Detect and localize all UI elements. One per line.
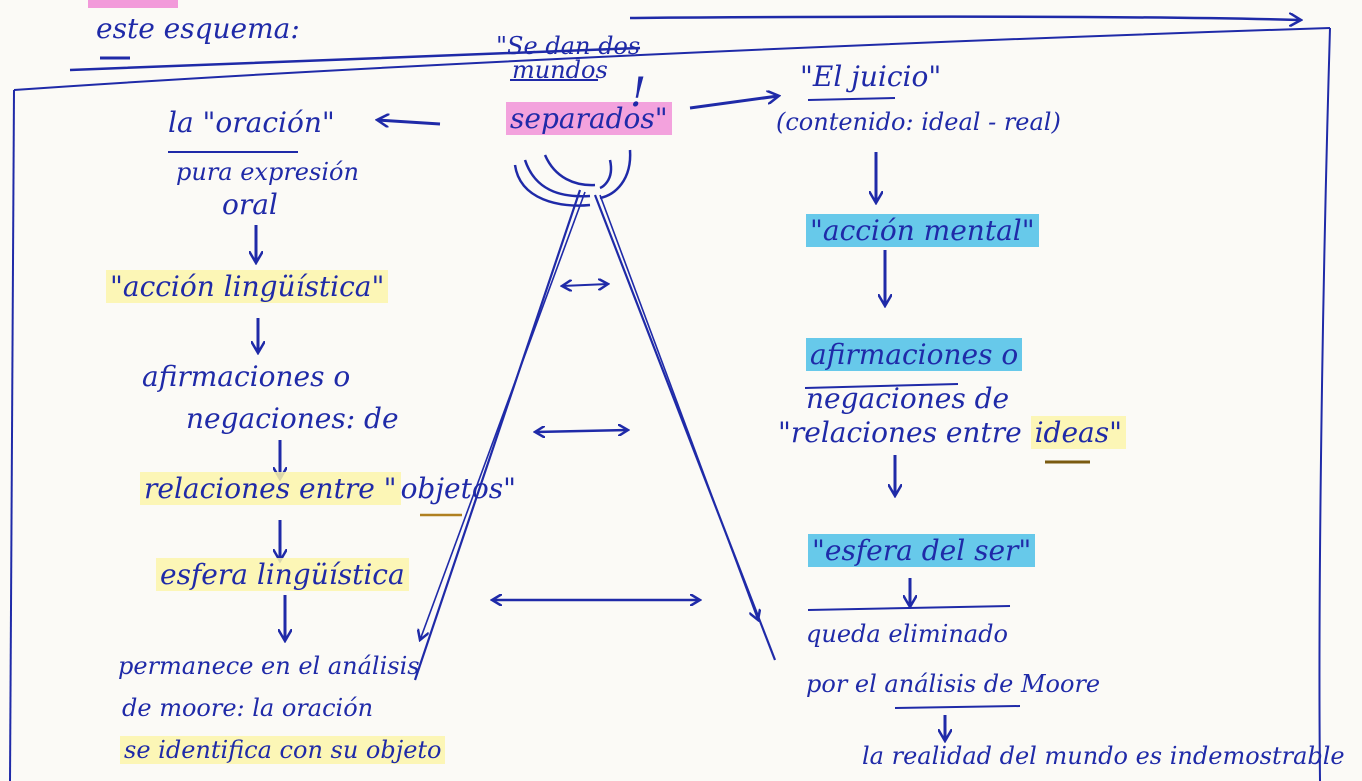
triangle-left-line <box>413 189 582 681</box>
right-negaciones: negaciones de <box>806 382 1010 415</box>
separados-highlight: separados" <box>506 102 672 135</box>
right-afirmaciones: afirmaciones o <box>806 338 1023 371</box>
left-esfera-linguistica: esfera lingüística <box>156 558 409 591</box>
right-relaciones: "relaciones entre ideas" <box>778 416 1126 449</box>
center-title-line3: separados" <box>506 102 672 135</box>
right-esfera-del-ser: "esfera del ser" <box>808 534 1036 567</box>
accion-linguistica-highlight: "acción lingüística" <box>106 270 389 303</box>
left-afirmaciones: afirmaciones o <box>142 360 351 393</box>
objetos-word: objetos" <box>400 472 516 505</box>
esfera-linguistica-highlight: esfera lingüística <box>156 558 409 591</box>
underline-esfera-ser <box>807 605 1011 611</box>
right-contenido: (contenido: ideal - real) <box>776 108 1061 136</box>
right-realidad-mundo: la realidad del mundo es indemostrable <box>862 742 1345 770</box>
underline-juicio <box>807 97 896 101</box>
center-exclaim: ! <box>630 70 647 116</box>
left-oral: oral <box>222 188 278 221</box>
left-oracion: la "oración" <box>168 106 335 139</box>
triangle-right-line-2 <box>599 194 758 620</box>
left-permanece: permanece en el análisis <box>118 652 420 680</box>
top-pink-bar <box>88 0 178 8</box>
afirmaciones-highlight: afirmaciones o <box>806 338 1023 371</box>
center-title-line1: "Se dan dos <box>496 32 641 60</box>
arrow-to-oracion <box>378 120 441 124</box>
center-arcs <box>513 149 632 207</box>
esfera-del-ser-highlight: "esfera del ser" <box>808 534 1036 567</box>
triangle-left-line-2 <box>420 191 586 640</box>
left-se-identifica: se identifica con su objeto <box>120 736 446 764</box>
frame-top <box>13 27 1331 91</box>
frame-left <box>9 89 15 781</box>
left-relaciones: relaciones entre "objetos" <box>140 472 516 505</box>
underline-negaciones-r <box>804 383 959 389</box>
top-long-arrow <box>629 17 1300 20</box>
left-accion-linguistica: "acción lingüística" <box>106 270 389 303</box>
accion-mental-highlight: "acción mental" <box>806 214 1039 247</box>
right-queda-eliminado: queda eliminado <box>806 620 1008 648</box>
arrow-to-juicio <box>689 96 778 110</box>
right-por-el-analisis: por el análisis de Moore <box>806 670 1101 698</box>
center-title-line2: mundos <box>512 56 608 84</box>
underline-moore <box>894 705 1021 709</box>
triangle-right-line <box>593 194 777 661</box>
ideas-highlight: ideas" <box>1030 416 1126 449</box>
frame-right <box>1318 27 1331 781</box>
intro-text: este esquema: <box>96 12 300 45</box>
relaciones-entre-text: "relaciones entre <box>778 416 1031 449</box>
double-arrow-1 <box>562 284 608 286</box>
right-juicio: "El juicio" <box>800 60 942 93</box>
left-pura-expresion: pura expresión <box>176 158 359 186</box>
relaciones-highlight: relaciones entre " <box>140 472 401 505</box>
left-de-moore: de moore: la oración <box>122 694 374 722</box>
left-negaciones: negaciones: de <box>186 402 399 435</box>
right-accion-mental: "acción mental" <box>806 214 1039 247</box>
double-arrow-2 <box>535 430 628 432</box>
top-underline <box>69 46 641 72</box>
se-identifica-highlight: se identifica con su objeto <box>120 736 446 764</box>
